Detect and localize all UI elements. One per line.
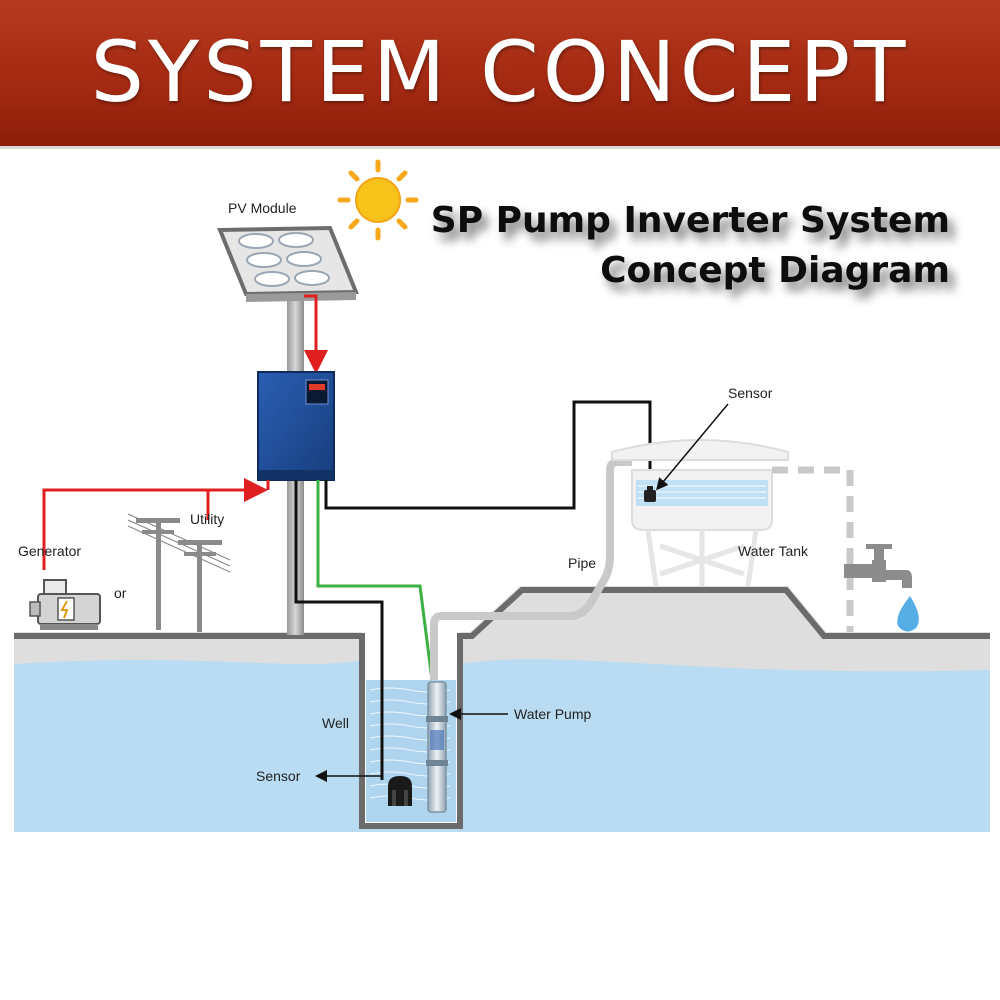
- banner-title: SYSTEM CONCEPT: [90, 23, 910, 121]
- solar-panel-icon: [217, 225, 359, 302]
- utility-pole-icon: [127, 513, 231, 632]
- title-banner: SYSTEM CONCEPT: [0, 0, 1000, 149]
- label-water-tank: Water Tank: [738, 543, 809, 559]
- label-sensor-tank: Sensor: [728, 385, 773, 401]
- groundwater: [14, 659, 990, 832]
- well-sensor-wire: [294, 480, 384, 780]
- inverter-icon: [257, 371, 335, 481]
- water-pipe: [430, 458, 632, 680]
- water-tank-icon: [611, 439, 789, 587]
- pv-power-wire: [304, 294, 328, 374]
- diagram-title-line2: Concept Diagram: [600, 250, 950, 291]
- well-sensor-icon: [388, 776, 412, 806]
- label-water-pump: Water Pump: [514, 706, 591, 722]
- diagram-title: SP Pump Inverter System Concept Diagram: [431, 200, 950, 291]
- generator-icon: [29, 579, 101, 630]
- label-pipe: Pipe: [568, 555, 596, 571]
- pump-power-wire: [316, 480, 434, 681]
- label-pv-module: PV Module: [228, 200, 297, 216]
- float-sensor-icon: [644, 486, 656, 502]
- label-well: Well: [322, 715, 349, 731]
- label-or: or: [114, 585, 127, 601]
- label-utility: Utility: [190, 511, 224, 527]
- ground-outline: [14, 587, 990, 829]
- tank-sensor-wire: [324, 400, 652, 510]
- water-drop-icon: [897, 596, 919, 632]
- submersible-pump-icon: [426, 681, 448, 813]
- faucet-icon: [844, 544, 912, 588]
- label-generator: Generator: [18, 543, 81, 559]
- ac-input-wire: [42, 478, 268, 570]
- tank-sensor-pointer: [656, 403, 729, 491]
- label-sensor-well: Sensor: [256, 768, 301, 784]
- diagram-title-line1: SP Pump Inverter System: [431, 200, 950, 241]
- sun-icon: [337, 159, 419, 241]
